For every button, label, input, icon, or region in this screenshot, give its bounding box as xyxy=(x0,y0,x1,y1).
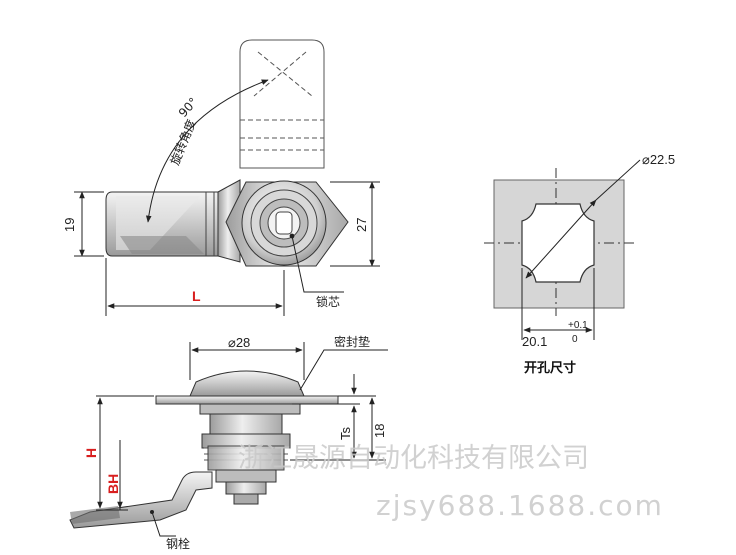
diameter-22-5-label: ⌀22.5 xyxy=(642,152,675,167)
steel-pin-leader xyxy=(151,511,176,537)
side-view: ⌀28 密封垫 钢栓 H xyxy=(69,334,388,551)
tolerance-plus-label: +0.1 xyxy=(568,320,588,331)
cutout-size-title: 开孔尺寸 xyxy=(524,360,576,376)
dim-Ts-18 xyxy=(290,374,386,461)
rotated-handle xyxy=(239,39,325,169)
rotation-label: 旋转角度 xyxy=(167,117,199,167)
seal-gasket-leader xyxy=(299,349,388,391)
length-L-label: L xyxy=(192,288,201,304)
angle-label: 90° xyxy=(176,95,201,120)
dim-BH xyxy=(114,440,128,511)
dim-28 xyxy=(189,342,305,380)
dim-Ts-label: Ts xyxy=(338,427,353,441)
tolerance-zero-label: 0 xyxy=(572,334,578,345)
dim-27 xyxy=(330,181,380,267)
lock-core-leader xyxy=(291,235,344,293)
diameter-28-label: ⌀28 xyxy=(228,335,250,350)
dim-L xyxy=(105,258,285,316)
hex-nut xyxy=(209,413,283,435)
cutout-view: ⌀22.5 20.1 +0.1 0 开孔尺寸 xyxy=(484,152,675,376)
panel-flange xyxy=(155,395,339,405)
dim-19 xyxy=(74,191,104,257)
dim-20-1 xyxy=(521,268,595,340)
lock-core-label: 锁芯 xyxy=(316,294,340,309)
height-19-label: 19 xyxy=(62,218,77,232)
handle xyxy=(105,179,241,263)
front-view: 90° 旋转角度 19 27 L 锁芯 xyxy=(62,39,380,316)
watermark-company: 浙江晟源自动化科技有限公司 xyxy=(238,443,589,474)
dim-18-label: 18 xyxy=(372,424,387,438)
height-27-label: 27 xyxy=(354,218,369,232)
width-20-1-label: 20.1 xyxy=(522,334,547,349)
lock-body xyxy=(225,180,349,267)
dim-H-label: H xyxy=(83,448,99,458)
lock-cap xyxy=(189,370,305,397)
seal-gasket-label: 密封垫 xyxy=(334,334,370,349)
watermark-site: zjsy688.1688.com xyxy=(376,489,664,522)
dim-BH-label: BH xyxy=(105,474,121,494)
steel-pin-label: 钢栓 xyxy=(166,536,190,551)
